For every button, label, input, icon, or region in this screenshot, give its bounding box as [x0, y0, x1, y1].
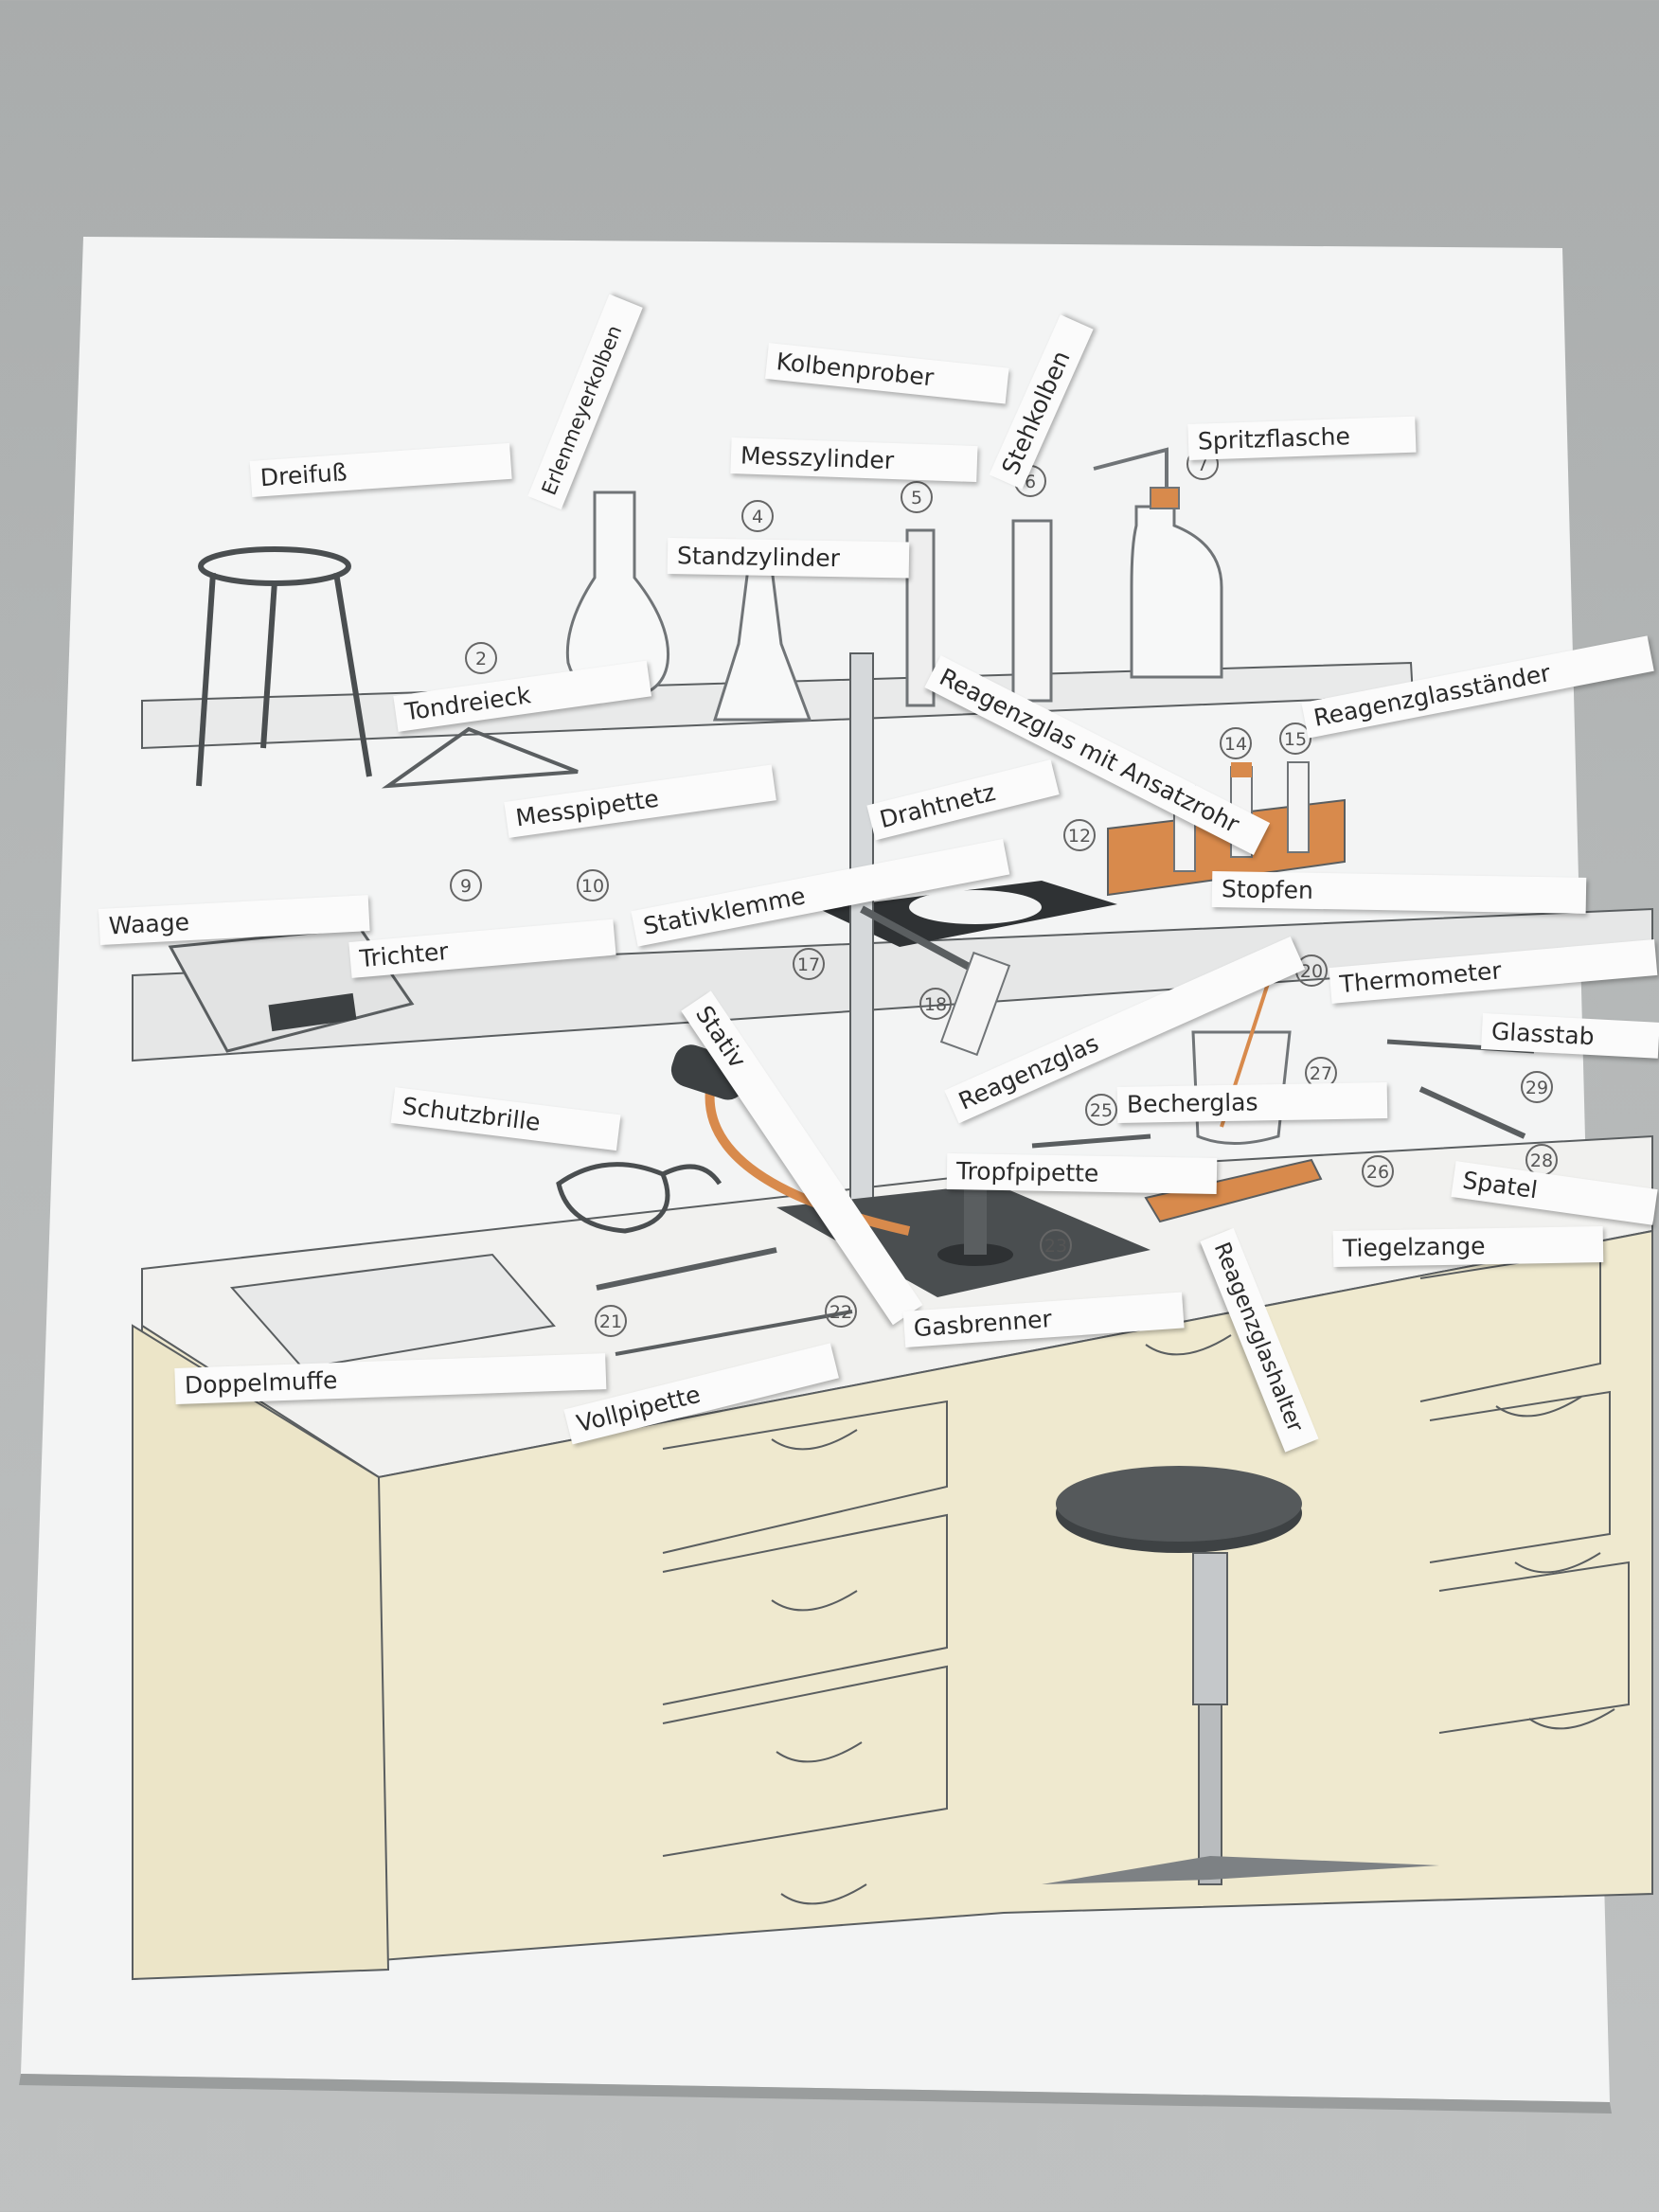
paper-shadow [19, 2074, 1612, 2114]
lab-stool [1042, 1466, 1439, 1885]
num-25: 25 [1090, 1100, 1113, 1121]
num-29: 29 [1525, 1078, 1548, 1098]
spritzflasche-drawing [1093, 447, 1223, 679]
sink [230, 1253, 556, 1370]
reagenzglashalter-drawing [1144, 1158, 1323, 1223]
drawers [662, 1248, 1630, 1905]
num-26: 26 [1366, 1162, 1389, 1183]
messpipette-drawing [596, 1247, 777, 1291]
num-20: 20 [1300, 961, 1323, 982]
tropfpipette-drawing [1031, 1133, 1151, 1149]
tondreieck-drawing [381, 726, 579, 789]
num-18: 18 [924, 994, 947, 1015]
num-10: 10 [581, 876, 604, 897]
vollpipette-drawing [615, 1310, 853, 1356]
num-22: 22 [830, 1302, 852, 1323]
num-5: 5 [911, 488, 922, 508]
schutzbrille-drawing [556, 1162, 722, 1234]
number-markers [450, 448, 1558, 1337]
num-23: 23 [1044, 1236, 1067, 1257]
tag-becherglas[interactable]: Becherglas [1116, 1082, 1388, 1123]
tag-tropfpipette[interactable]: Tropfpipette [946, 1153, 1218, 1194]
tag-standzylinder[interactable]: Standzylinder [667, 538, 910, 579]
num-4: 4 [752, 507, 763, 527]
dreifuss-drawing [196, 546, 372, 787]
num-14: 14 [1224, 734, 1247, 755]
stativ-drawing [776, 652, 1151, 1297]
num-27: 27 [1310, 1063, 1332, 1084]
num-12: 12 [1068, 826, 1091, 847]
num-28: 28 [1530, 1151, 1553, 1171]
drahtnetz-ring [909, 890, 1042, 924]
num-15: 15 [1284, 729, 1307, 750]
num-17: 17 [797, 954, 820, 975]
cabinet-side [132, 1324, 390, 1981]
num-9: 9 [460, 876, 472, 897]
stehkolben-drawing [1011, 519, 1053, 703]
spatel-drawing [1418, 1086, 1526, 1139]
tag-tiegelzange[interactable]: Tiegelzange [1332, 1226, 1604, 1267]
num-21: 21 [599, 1311, 622, 1332]
num-2: 2 [475, 649, 487, 669]
tag-stopfen[interactable]: Stopfen [1211, 871, 1587, 914]
